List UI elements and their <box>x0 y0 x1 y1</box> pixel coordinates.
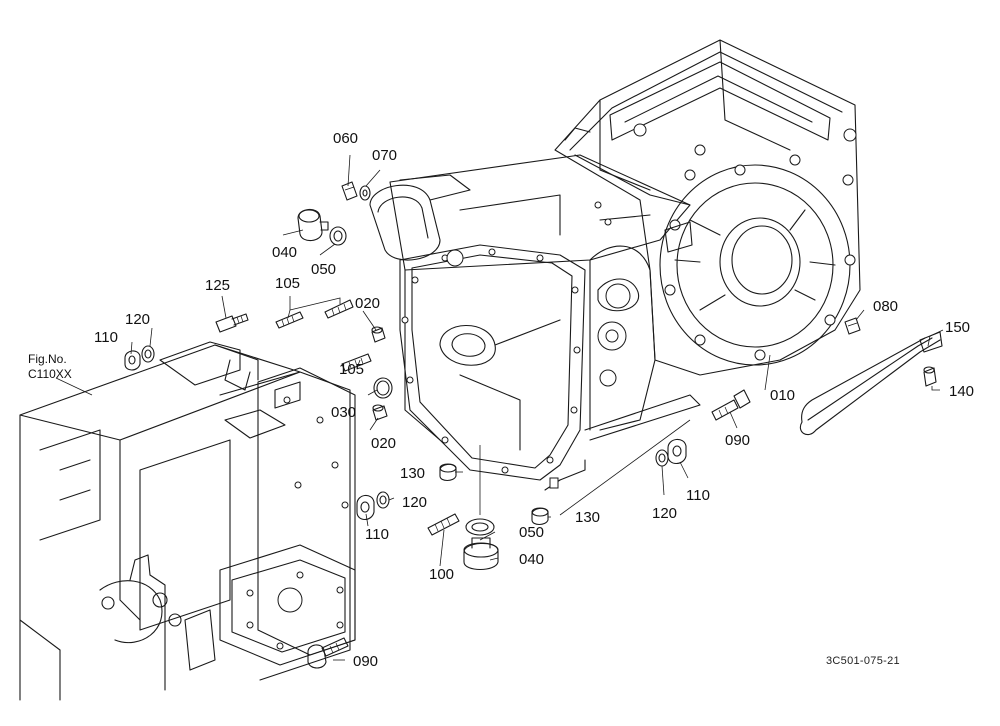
part-120-washer-upper <box>141 345 155 363</box>
callout-040-upper: 040 <box>272 244 298 261</box>
part-100-stud <box>427 513 460 536</box>
part-090-bolt-right <box>711 389 751 421</box>
callout-010: 010 <box>770 387 796 404</box>
part-105-stud-lower <box>341 353 372 372</box>
figure-reference-line2: C110XX <box>28 367 72 381</box>
callout-030: 030 <box>331 404 357 421</box>
callout-020-lower: 020 <box>371 435 397 452</box>
callout-060: 060 <box>333 130 359 147</box>
part-050-gasket-lower <box>465 518 495 536</box>
callout-080: 080 <box>873 298 899 315</box>
part-110-nut-right <box>667 438 687 465</box>
rear-case-drawing <box>554 39 861 376</box>
callout-020-upper: 020 <box>355 295 381 312</box>
callout-130-left: 130 <box>400 465 426 482</box>
part-130-bolt-left <box>439 463 457 482</box>
callout-130-right: 130 <box>575 509 601 526</box>
callout-050-upper: 050 <box>311 261 337 278</box>
part-110-nut-upper <box>124 350 141 371</box>
callout-050-lower: 050 <box>519 524 545 541</box>
part-020-pin-lower <box>372 404 388 421</box>
figure-reference: Fig.No. C110XX <box>28 352 72 382</box>
callout-040-lower: 040 <box>519 551 545 568</box>
figure-reference-line1: Fig.No. <box>28 352 67 366</box>
callout-090-right: 090 <box>725 432 751 449</box>
part-040-plug-lower <box>463 537 499 571</box>
callout-100: 100 <box>429 566 455 583</box>
callout-120-middle: 120 <box>402 494 428 511</box>
part-060-plug <box>341 181 358 201</box>
part-120-washer-middle <box>376 491 390 509</box>
part-140-fitting <box>923 366 937 387</box>
part-130-bolt-right <box>531 507 549 526</box>
callout-110-upper: 110 <box>94 329 118 346</box>
part-020-pin-upper <box>371 326 386 343</box>
part-105-stud-upper-left <box>275 311 304 329</box>
callout-070: 070 <box>372 147 398 164</box>
callout-110-middle: 110 <box>365 526 389 543</box>
part-040-plug-upper <box>297 208 329 242</box>
leader-lines <box>55 154 944 661</box>
part-080-plug <box>844 317 861 335</box>
callout-105-lower: 105 <box>339 361 365 378</box>
part-090-bolt-lower <box>307 637 349 669</box>
part-125-bolt <box>215 313 249 333</box>
front-housing-drawing <box>19 341 351 701</box>
part-110-nut-middle <box>356 494 375 521</box>
part-050-gasket-upper <box>329 226 347 246</box>
callout-125: 125 <box>205 277 231 294</box>
drawing-code: 3C501-075-21 <box>826 655 900 667</box>
callout-090-lower: 090 <box>353 653 379 670</box>
part-070-washer <box>359 185 371 201</box>
part-030-o-ring <box>373 377 393 399</box>
part-105-stud-upper-right <box>324 299 354 319</box>
intermediate-plate-drawing <box>219 367 356 666</box>
part-150-pipe <box>799 331 943 436</box>
callout-105-upper: 105 <box>275 275 301 292</box>
callout-120-upper: 120 <box>125 311 151 328</box>
callout-110-right: 110 <box>686 487 710 504</box>
part-120-washer-right <box>655 449 669 467</box>
transmission-case-drawing <box>369 154 701 491</box>
callout-120-right: 120 <box>652 505 678 522</box>
callout-140: 140 <box>949 383 975 400</box>
callout-150: 150 <box>945 319 971 336</box>
